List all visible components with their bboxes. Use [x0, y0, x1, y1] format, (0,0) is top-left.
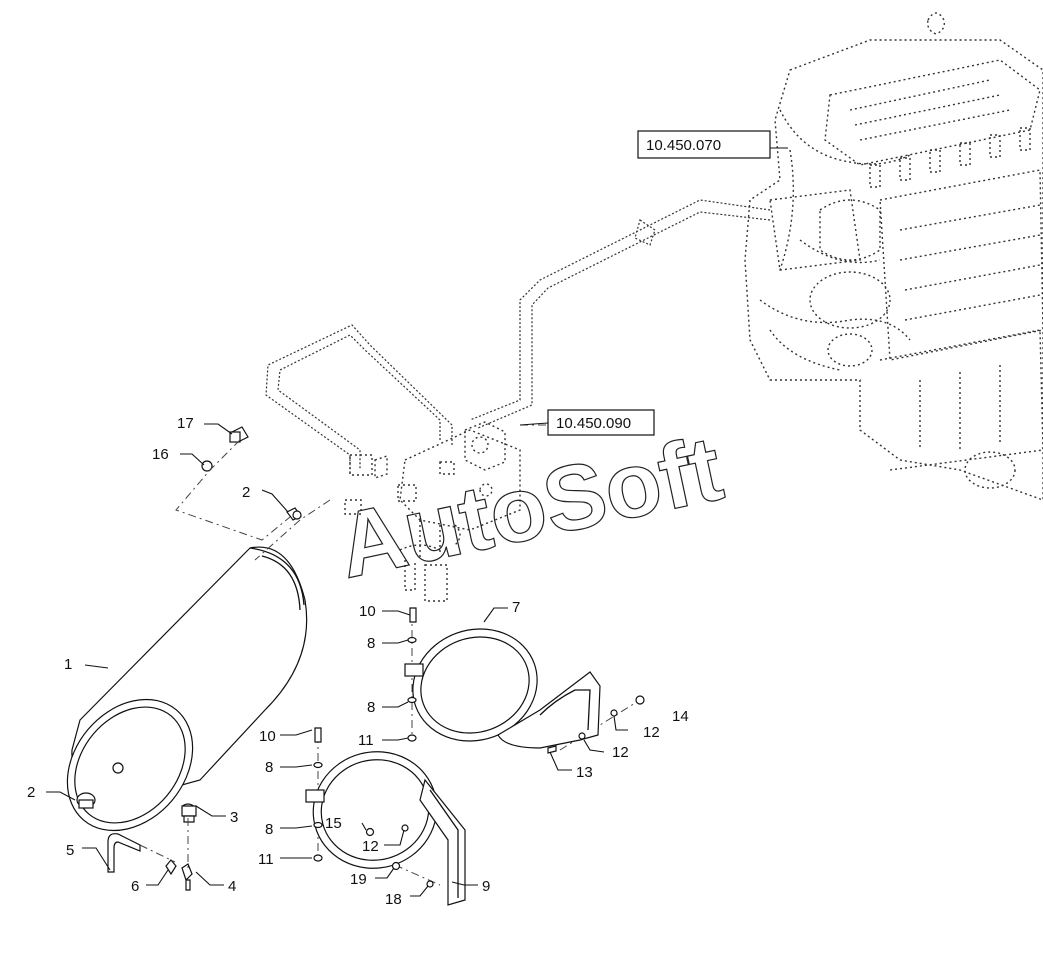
callout-numbers: 1 2 2 3 4 5 6 7 8 8 8 8 9 10 10 11 11 12…: [27, 415, 689, 908]
reference-label-10450090: 10.450.090: [556, 415, 631, 432]
callout-1: 1: [64, 656, 72, 673]
air-lines: [265, 199, 771, 475]
reference-box-10450090[interactable]: 10.450.090: [547, 409, 655, 436]
callout-12-a: 12: [643, 724, 660, 741]
callout-2-lower: 2: [27, 784, 35, 801]
tank-bracket-lower: [305, 727, 466, 906]
callout-9: 9: [482, 878, 490, 895]
callout-3: 3: [230, 809, 238, 826]
callout-18: 18: [385, 891, 402, 908]
fittings: [76, 426, 302, 891]
callout-4: 4: [228, 878, 236, 895]
callout-8-d: 8: [265, 821, 273, 838]
callout-12-b: 12: [612, 744, 629, 761]
callout-8-c: 8: [265, 759, 273, 776]
callout-14: 14: [672, 708, 689, 725]
leader-lines: [46, 147, 788, 897]
callout-6: 6: [131, 878, 139, 895]
callout-17: 17: [177, 415, 194, 432]
callout-11-upper: 11: [358, 732, 374, 749]
watermark: AutoSoft: [330, 417, 731, 598]
engine-assembly: [744, 12, 1043, 501]
air-tank: [66, 546, 308, 832]
reference-box-10450070[interactable]: 10.450.070: [637, 130, 771, 159]
callout-8-b: 8: [367, 699, 375, 716]
callout-5: 5: [66, 842, 74, 859]
valve-assembly: [344, 421, 521, 602]
callout-13: 13: [576, 764, 593, 781]
reference-label-10450070: 10.450.070: [646, 137, 721, 154]
callout-16: 16: [152, 446, 169, 463]
callout-11-lower: 11: [258, 851, 274, 868]
callout-7: 7: [512, 599, 520, 616]
callout-10-upper: 10: [359, 603, 376, 620]
callout-10-lower: 10: [259, 728, 276, 745]
callout-8-a: 8: [367, 635, 375, 652]
tank-bracket-upper: [404, 607, 645, 754]
callout-15: 15: [325, 815, 342, 832]
callout-19: 19: [350, 871, 367, 888]
callout-2-upper: 2: [242, 484, 250, 501]
callout-12-c: 12: [362, 838, 379, 855]
